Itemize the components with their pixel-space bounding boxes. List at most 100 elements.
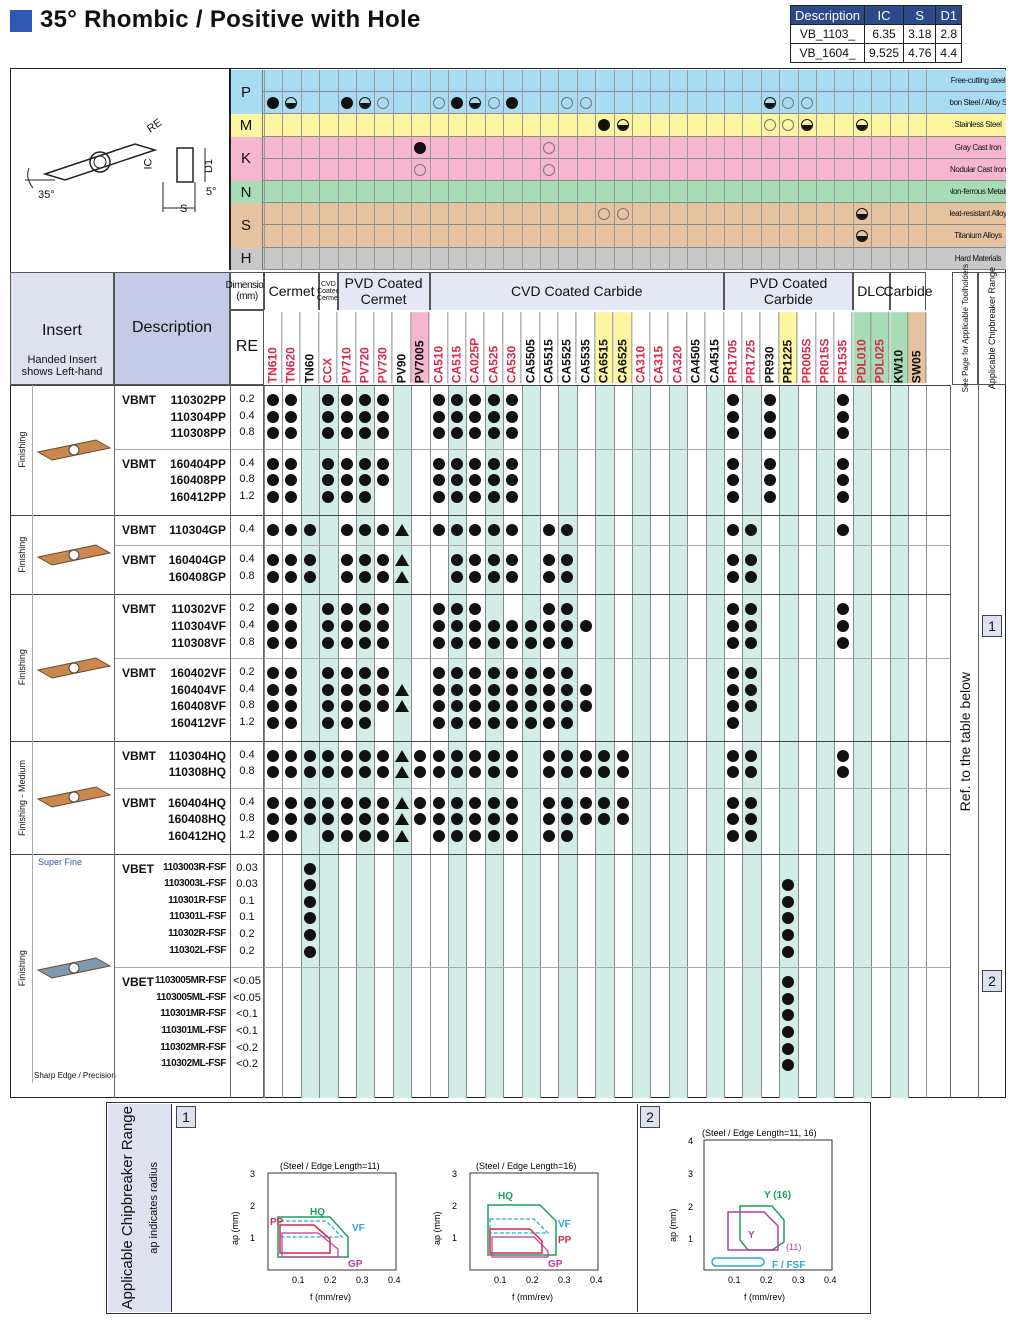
insert-code[interactable]: 110301MR-FSF (160, 1008, 226, 1020)
grade-column-header: TN610 (264, 311, 283, 383)
insert-code[interactable]: 160408GP (168, 569, 226, 584)
recommended-grade-icon (763, 474, 776, 487)
dims-cell: VB_1604_ (789, 43, 866, 63)
corner-radius-value: 0.2 (239, 602, 255, 615)
insert-code[interactable]: 160404GP (168, 553, 226, 568)
insert-code[interactable]: 1103005ML-FSF (156, 991, 226, 1003)
chip-ref-1[interactable]: 1 (982, 615, 1002, 637)
group-divider (114, 787, 950, 789)
chipbreaker-subtitle: ap indicates radius (148, 1162, 160, 1254)
recommended-grade-icon (543, 636, 555, 649)
insert-code[interactable]: 110302R-FSF (168, 928, 226, 939)
recommended-grade-icon (285, 700, 298, 713)
recommended-grade-icon (469, 570, 482, 583)
chipbreaker-header: Applicable Chipbreaker Range (978, 267, 1006, 389)
insert-code[interactable]: 110304PP (170, 409, 226, 424)
insert-code[interactable]: 160412VF (170, 716, 226, 730)
recommended-grade-icon (561, 813, 574, 826)
grade-group-header: CVD Coated Carbide (429, 271, 724, 310)
grade-column-header: PR015S (816, 311, 835, 383)
recommended-grade-icon (451, 394, 463, 406)
insert-code[interactable]: 1103003L-FSF (164, 878, 226, 890)
insert-code[interactable]: 110308HQ (168, 765, 226, 780)
insert-code[interactable]: 160404PP (169, 456, 226, 471)
recommended-grade-icon (377, 766, 390, 779)
side-column-line (950, 385, 951, 1098)
insert-code[interactable]: 160412PP (169, 490, 226, 504)
insert-code[interactable]: 160412HQ (167, 829, 226, 843)
section-divider (10, 740, 950, 742)
panel-divider (637, 1104, 638, 1312)
corner-radius-value: <0.05 (233, 975, 261, 988)
iso-grid-line (540, 70, 541, 270)
recommended-grade-icon (487, 830, 500, 842)
recommended-grade-icon (487, 700, 500, 713)
chart3-label-11: (11) (786, 1242, 801, 1252)
insert-code[interactable]: 110304VF (171, 619, 226, 633)
insert-code[interactable]: 110301L-FSF (169, 911, 226, 923)
label-divider (32, 594, 33, 741)
recommended-grade-icon (469, 474, 482, 487)
iso-row (263, 225, 950, 248)
insert-code[interactable]: 160404VF (170, 682, 226, 697)
application-label: Finishing (17, 649, 27, 686)
insert-code[interactable]: 160408HQ (167, 812, 226, 827)
recommended-grade-icon (377, 474, 390, 487)
conditional-use-icon (394, 830, 409, 842)
insert-code[interactable]: 160408VF (170, 699, 226, 714)
chart1-hq-region (277, 1216, 349, 1258)
recommended-grade-icon (451, 474, 463, 487)
insert-code[interactable]: 110304GP (169, 522, 226, 537)
conditional-use-icon (394, 683, 409, 696)
chart2-xtick: 0.3 (558, 1275, 571, 1285)
recommended-grade-icon (451, 491, 463, 503)
recommended-grade-icon (340, 523, 353, 536)
grade-column-header: KW10 (889, 311, 908, 383)
chipbreaker-charts-1-2: (Steel / Edge Length=11) 3 2 1 0.1 0.2 0… (230, 1161, 603, 1302)
recommended-grade-icon (524, 667, 537, 680)
recommended-grade-icon (561, 700, 574, 713)
recommended-grade-icon (782, 1042, 795, 1055)
recommended-grade-icon (267, 570, 279, 583)
recommended-grade-icon (432, 813, 445, 826)
insert-code[interactable]: 1103003R-FSF (162, 861, 226, 873)
recommended-grade-icon (267, 491, 279, 503)
grade-group-header: PVD Coated Cermet (337, 271, 430, 310)
insert-header-note: Handed Insert shows Left-hand (21, 353, 103, 378)
recommended-grade-icon (322, 717, 335, 729)
insert-code[interactable]: 110304HQ (168, 748, 226, 763)
optional-choice-icon (543, 163, 555, 176)
insert-code[interactable]: 110302MR-FSF (160, 1041, 226, 1053)
dims-header-s: S (903, 5, 937, 25)
recommended-grade-icon (359, 554, 371, 567)
recommended-grade-icon (561, 749, 574, 762)
recommended-grade-icon (267, 427, 279, 440)
recommended-grade-icon (359, 796, 371, 809)
dims-header-d1: D1 (935, 5, 963, 25)
insert-code[interactable]: 110302PP (170, 393, 226, 407)
insert-code[interactable]: 160402VF (170, 666, 226, 681)
insert-code[interactable]: 110302L-FSF (169, 944, 226, 956)
insert-code[interactable]: 110308VF (171, 635, 226, 650)
recommended-grade-icon (506, 570, 519, 583)
recommended-grade-icon (524, 683, 537, 696)
section-divider (10, 853, 950, 855)
conditional-use-icon (394, 749, 409, 762)
chip-ref-2[interactable]: 2 (982, 970, 1002, 992)
insert-code[interactable]: 160404HQ (167, 795, 226, 810)
insert-code[interactable]: 110302VF (171, 602, 226, 617)
chipbreaker-title-wrap: Applicable Chipbreaker Range (112, 1104, 142, 1312)
first-choice-icon (340, 97, 353, 110)
grade-column-header: PV7005 (411, 311, 430, 383)
insert-code[interactable]: 110301ML-FSF (161, 1025, 226, 1036)
insert-code[interactable]: 110308PP (170, 426, 226, 441)
insert-code[interactable]: 1103005MR-FSF (155, 975, 226, 987)
grade-column-header: PR1725 (742, 311, 761, 383)
recommended-grade-icon (303, 929, 316, 941)
insert-code[interactable]: 110302ML-FSF (161, 1058, 226, 1070)
recommended-grade-icon (267, 796, 279, 809)
insert-code[interactable]: 110301R-FSF (168, 894, 226, 906)
recommended-grade-icon (616, 749, 629, 762)
insert-code[interactable]: 160408PP (169, 473, 226, 488)
iso-grid-line (650, 70, 652, 270)
